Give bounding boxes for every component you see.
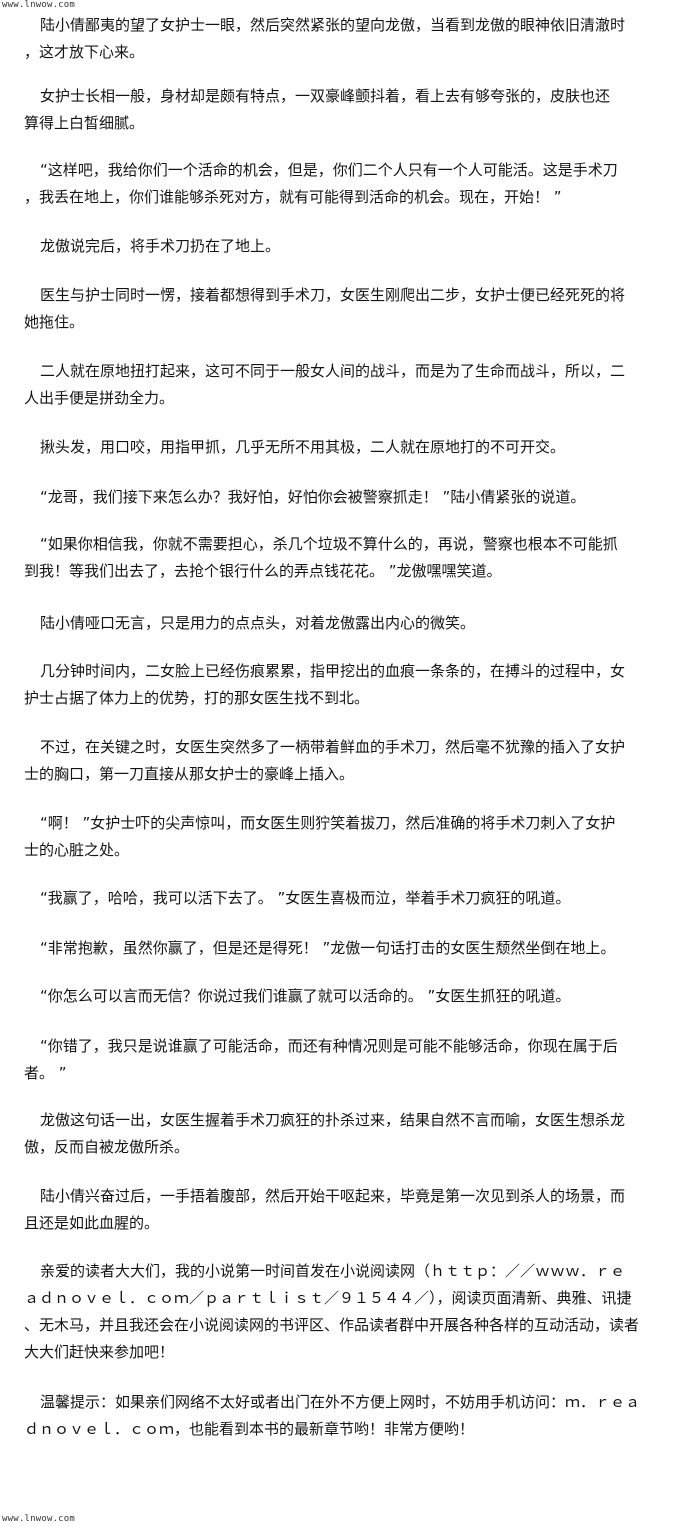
paragraph-line: 傲，反而自被龙傲所杀。 — [24, 1138, 190, 1156]
paragraph: “龙哥，我们接下来怎么办？我好怕，好怕你会被警察抓走！ ”陆小倩紧张的说道。 — [40, 484, 664, 511]
paragraph-line: 她拖住。 — [24, 313, 85, 331]
paragraph-line: 龙傲这句话一出，女医生握着手术刀疯狂的扑杀过来，结果自然不言而喻，女医生想杀龙 — [40, 1111, 626, 1129]
paragraph-line: 人出手便是拼劲全力。 — [24, 389, 175, 407]
paragraph-line: ，我丢在地上，你们谁能够杀死对方，就有可能得到活命的机会。现在，开始！ ” — [24, 188, 562, 206]
paragraph: 温馨提示：如果亲们网络不太好或者出门在外不方便上网时，不妨用手机访问：ｍ．ｒｅａ… — [24, 1389, 664, 1443]
paragraph: 不过，在关键之时，女医生突然多了一柄带着鲜血的手术刀，然后毫不犹豫的插入了女护士… — [24, 734, 664, 788]
paragraph-line: ａｄｎｏｖｅｌ．ｃｏｍ／ｐａｒｔｌｉｓｔ／９１５４４／），阅读页面清新、典雅、讯… — [24, 1289, 632, 1307]
paragraph: 龙傲说完后，将手术刀扔在了地上。 — [40, 233, 664, 260]
paragraph: 亲爱的读者大大们，我的小说第一时间首发在小说阅读网（ｈｔｔｐ：／／ｗｗｗ．ｒｅ ａ… — [24, 1258, 664, 1366]
paragraph-line: “啊！ ”女护士吓的尖声惊叫，而女医生则狞笑着拔刀，然后准确的将手术刀刺入了女护 — [40, 814, 616, 832]
paragraph-line: 士的心脏之处。 — [24, 841, 130, 859]
paragraph: 陆小倩哑口无言，只是用力的点点头，对着龙傲露出内心的微笑。 — [40, 610, 664, 637]
paragraph-line: 亲爱的读者大大们，我的小说第一时间首发在小说阅读网（ｈｔｔｐ：／／ｗｗｗ．ｒｅ — [40, 1262, 626, 1280]
paragraph-line: 陆小倩鄙夷的望了女护士一眼，然后突然紧张的望向龙傲，当看到龙傲的眼神依旧清澈时 — [40, 16, 626, 34]
paragraph-line: 大大们赶快来参加吧！ — [24, 1343, 175, 1361]
watermark-bottom: www.lnwow.com — [2, 1514, 76, 1524]
paragraph-line: 二人就在原地扭打起来，这可不同于一般女人间的战斗，而是为了生命而战斗，所以，二 — [40, 362, 626, 380]
paragraph: “你怎么可以言而无信？你说过我们谁赢了就可以活命的。 ”女医生抓狂的吼道。 — [40, 983, 664, 1010]
paragraph-line: “龙哥，我们接下来怎么办？我好怕，好怕你会被警察抓走！ ”陆小倩紧张的说道。 — [40, 488, 586, 506]
paragraph: “你错了，我只是说谁赢了可能活命，而还有种情况则是可能不能够活命，你现在属于后者… — [24, 1033, 664, 1087]
paragraph: 揪头发，用口咬，用指甲抓，几乎无所不用其极，二人就在原地打的不可开交。 — [40, 434, 664, 461]
paragraph-line: 不过，在关键之时，女医生突然多了一柄带着鲜血的手术刀，然后毫不犹豫的插入了女护 — [40, 738, 626, 756]
paragraph-line: 到我！等我们出去了，去抢个银行什么的弄点钱花花。 ”龙傲嘿嘿笑道。 — [24, 562, 502, 580]
paragraph-line: “我赢了，哈哈，我可以活下去了。 ”女医生喜极而泣，举着手术刀疯狂的吼道。 — [40, 889, 571, 907]
watermark-top: www.lnwow.com — [2, 0, 76, 10]
paragraph: “如果你相信我，你就不需要担心，杀几个垃圾不算什么的，再说，警察也根本不可能抓到… — [24, 531, 664, 585]
paragraph-line: 护士占据了体力上的优势，打的那女医生找不到北。 — [24, 689, 370, 707]
paragraph: 医生与护士同时一愣，接着都想得到手术刀，女医生刚爬出二步，女护士便已经死死的将她… — [24, 282, 664, 336]
paragraph: 陆小倩兴奋过后，一手捂着腹部，然后开始干呕起来，毕竟是第一次见到杀人的场景，而且… — [24, 1183, 664, 1237]
paragraph-line: 温馨提示：如果亲们网络不太好或者出门在外不方便上网时，不妨用手机访问：ｍ．ｒｅａ — [40, 1393, 641, 1411]
paragraph-line: ｄｎｏｖｅｌ．ｃｏｍ，也能看到本书的最新章节哟！非常方便哟！ — [24, 1420, 475, 1438]
paragraph-line: 女护士长相一般，身材却是颇有特点，一双豪峰颤抖着，看上去有够夸张的，皮肤也还 — [40, 87, 611, 105]
paragraph-line: 揪头发，用口咬，用指甲抓，几乎无所不用其极，二人就在原地打的不可开交。 — [40, 438, 566, 456]
paragraph: 几分钟时间内，二女脸上已经伤痕累累，指甲挖出的血痕一条条的，在搏斗的过程中，女护… — [24, 658, 664, 712]
paragraph-line: “你怎么可以言而无信？你说过我们谁赢了就可以活命的。 ”女医生抓狂的吼道。 — [40, 987, 571, 1005]
paragraph-line: “这样吧，我给你们一个活命的机会，但是，你们二个人只有一个人可能活。这是手术刀 — [40, 161, 618, 179]
paragraph-line: 士的胸口，第一刀直接从那女护士的豪峰上插入。 — [24, 765, 355, 783]
paragraph-line: “非常抱歉，虽然你赢了，但是还是得死！ ”龙傲一句话打击的女医生颓然坐倒在地上。 — [40, 939, 616, 957]
paragraph-line: “你错了，我只是说谁赢了可能活命，而还有种情况则是可能不能够活命，你现在属于后 — [40, 1037, 618, 1055]
paragraph-line: 且还是如此血腥的。 — [24, 1214, 160, 1232]
paragraph-line: ，这才放下心来。 — [24, 43, 145, 61]
paragraph-line: 医生与护士同时一愣，接着都想得到手术刀，女医生刚爬出二步，女护士便已经死死的将 — [40, 286, 626, 304]
paragraph-line: 几分钟时间内，二女脸上已经伤痕累累，指甲挖出的血痕一条条的，在搏斗的过程中，女 — [40, 662, 626, 680]
paragraph-line: 、无木马，并且我还会在小说阅读网的书评区、作品读者群中开展各种各样的互动活动，读… — [24, 1316, 640, 1334]
paragraph-line: 龙傲说完后，将手术刀扔在了地上。 — [40, 237, 281, 255]
paragraph-line: “如果你相信我，你就不需要担心，杀几个垃圾不算什么的，再说，警察也根本不可能抓 — [40, 535, 618, 553]
paragraph-line: 算得上白皙细腻。 — [24, 114, 145, 132]
paragraph-line: 陆小倩哑口无言，只是用力的点点头，对着龙傲露出内心的微笑。 — [40, 614, 476, 632]
paragraph: “非常抱歉，虽然你赢了，但是还是得死！ ”龙傲一句话打击的女医生颓然坐倒在地上。 — [40, 935, 664, 962]
paragraph: “啊！ ”女护士吓的尖声惊叫，而女医生则狞笑着拔刀，然后准确的将手术刀刺入了女护… — [24, 810, 664, 864]
paragraph: 二人就在原地扭打起来，这可不同于一般女人间的战斗，而是为了生命而战斗，所以，二人… — [24, 358, 664, 412]
paragraph-line: 陆小倩兴奋过后，一手捂着腹部，然后开始干呕起来，毕竟是第一次见到杀人的场景，而 — [40, 1187, 626, 1205]
paragraph: “我赢了，哈哈，我可以活下去了。 ”女医生喜极而泣，举着手术刀疯狂的吼道。 — [40, 885, 664, 912]
paragraph: 龙傲这句话一出，女医生握着手术刀疯狂的扑杀过来，结果自然不言而喻，女医生想杀龙傲… — [24, 1107, 664, 1161]
paragraph: “这样吧，我给你们一个活命的机会，但是，你们二个人只有一个人可能活。这是手术刀 ，… — [24, 157, 664, 211]
paragraph-line: 者。 ” — [24, 1064, 67, 1082]
paragraph: 女护士长相一般，身材却是颇有特点，一双豪峰颤抖着，看上去有够夸张的，皮肤也还算得… — [24, 83, 664, 137]
paragraph: 陆小倩鄙夷的望了女护士一眼，然后突然紧张的望向龙傲，当看到龙傲的眼神依旧清澈时 ，… — [24, 12, 664, 66]
